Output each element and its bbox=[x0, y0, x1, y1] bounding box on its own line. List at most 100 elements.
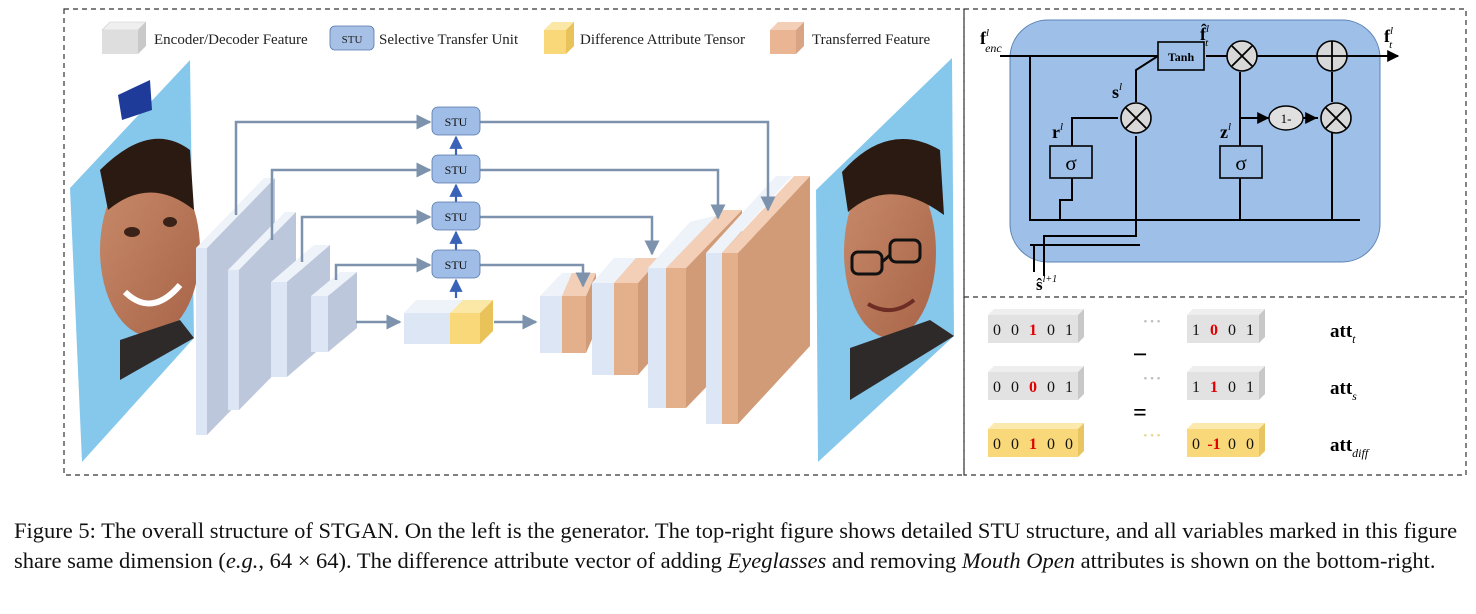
attr-row-2-left-side bbox=[1078, 423, 1084, 457]
legend-stu-label: Selective Transfer Unit bbox=[379, 32, 519, 48]
stu-box-3-label: STU bbox=[445, 210, 468, 224]
attr-row-1-left-side bbox=[1078, 366, 1084, 400]
ellipsis: • • • bbox=[1143, 316, 1160, 328]
attr-row-1-left-cell: 0 bbox=[1029, 379, 1037, 396]
label-s: sl bbox=[1112, 81, 1122, 102]
attr-label-diff: attdiff bbox=[1330, 435, 1370, 460]
attr-label-s: atts bbox=[1330, 378, 1357, 403]
stu-box-2-label: STU bbox=[445, 163, 468, 177]
legend-transferred-cube bbox=[770, 22, 804, 54]
stu-box-1-label: STU bbox=[445, 115, 468, 129]
attr-row-0-left-cell: 0 bbox=[1047, 322, 1055, 339]
decoder-layer-1 bbox=[540, 273, 596, 353]
legend-stu-box-text: STU bbox=[342, 34, 363, 46]
attr-row-0-left-cell: 0 bbox=[993, 322, 1001, 339]
attr-row-1-right-cell: 0 bbox=[1228, 379, 1236, 396]
input-face-image bbox=[70, 60, 200, 462]
attr-row-2-left-cell: 0 bbox=[993, 436, 1001, 453]
attr-row-0-right-cell: 1 bbox=[1246, 322, 1254, 339]
multiply-node-3 bbox=[1320, 102, 1352, 134]
attr-row-0-right-top bbox=[1187, 309, 1265, 315]
stgan-figure: Encoder/Decoder Feature STU Selective Tr… bbox=[63, 8, 1467, 476]
attr-row-2-right-side bbox=[1259, 423, 1265, 457]
tanh-label: Tanh bbox=[1168, 50, 1195, 64]
ellipsis: • • • bbox=[1143, 373, 1160, 385]
caption-part-3: and removing bbox=[826, 548, 962, 573]
label-r: rl bbox=[1052, 121, 1063, 142]
attr-row-1-right-side bbox=[1259, 366, 1265, 400]
caption-part-1: Figure 5: The overall structure of STGAN… bbox=[14, 518, 1458, 573]
minus-sign: − bbox=[1133, 340, 1148, 369]
one-minus-node: 1- bbox=[1268, 105, 1304, 131]
caption-eyeglasses: Eyeglasses bbox=[727, 548, 827, 573]
multiply-node-1 bbox=[1226, 40, 1258, 72]
stu-detail-background bbox=[1009, 19, 1381, 263]
sigma-box-z bbox=[1219, 145, 1263, 179]
figure-caption: Figure 5: The overall structure of STGAN… bbox=[14, 516, 1464, 576]
attr-row-0-left-face bbox=[988, 315, 1078, 343]
legend-encoder-label: Encoder/Decoder Feature bbox=[154, 32, 308, 48]
attr-row-0-left-cell: 1 bbox=[1029, 322, 1037, 339]
attr-row-1-left-cell: 0 bbox=[1011, 379, 1019, 396]
stu-box-1 bbox=[431, 106, 481, 136]
attr-row-0-right-side bbox=[1259, 309, 1265, 343]
decoder-layer-4 bbox=[706, 176, 810, 424]
sigma-box-r bbox=[1049, 145, 1093, 179]
attr-row-1-right-cell: 1 bbox=[1192, 379, 1200, 396]
attr-row-0-left-side bbox=[1078, 309, 1084, 343]
label-s-hat: ŝl+1 bbox=[1036, 274, 1057, 294]
attr-row-2-left-cell: 0 bbox=[1065, 436, 1073, 453]
attr-row-1-right-cell: 1 bbox=[1210, 379, 1218, 396]
one-minus-label: 1- bbox=[1281, 111, 1292, 126]
attr-row-2-left-cell: 1 bbox=[1029, 436, 1037, 453]
stu-box-4-label: STU bbox=[445, 258, 468, 272]
attr-row-2-left-top bbox=[988, 423, 1084, 429]
attr-row-2-right-cell: 0 bbox=[1228, 436, 1236, 453]
equals-sign: = bbox=[1133, 400, 1147, 426]
stu-box-3 bbox=[431, 201, 481, 231]
encoder-layer-4 bbox=[311, 272, 357, 352]
caption-part-2: , 64 × 64). The difference attribute vec… bbox=[258, 548, 728, 573]
attr-row-2-left-face bbox=[988, 429, 1078, 457]
attr-label-t: attt bbox=[1330, 321, 1356, 346]
attr-row-1-left-top bbox=[988, 366, 1084, 372]
attr-row-2-left-cell: 0 bbox=[1011, 436, 1019, 453]
legend-diff-cube bbox=[544, 22, 574, 54]
attr-row-1-left-cell: 0 bbox=[1047, 379, 1055, 396]
attr-row-1-left-cell: 0 bbox=[993, 379, 1001, 396]
attr-row-0-left-cell: 1 bbox=[1065, 322, 1073, 339]
attr-row-0-left-cell: 0 bbox=[1011, 322, 1019, 339]
attr-row-1-left-cell: 1 bbox=[1065, 379, 1073, 396]
attr-row-1-left-face bbox=[988, 372, 1078, 400]
attr-row-2-right-top bbox=[1187, 423, 1265, 429]
attr-row-0-right-cell: 1 bbox=[1192, 322, 1200, 339]
attr-row-2-right-cell: -1 bbox=[1207, 436, 1220, 453]
attr-row-2-right-face bbox=[1187, 429, 1259, 457]
decoder-layer-2 bbox=[592, 258, 660, 375]
difference-attribute-tensor bbox=[450, 313, 480, 344]
tanh-box bbox=[1157, 41, 1205, 71]
stu-frame bbox=[963, 8, 1467, 476]
skip-connections bbox=[234, 114, 776, 330]
legend-encoder-cube bbox=[101, 21, 147, 54]
multiply-node-2 bbox=[1120, 102, 1152, 134]
attr-row-2-right-cell: 0 bbox=[1246, 436, 1254, 453]
bottleneck-block bbox=[404, 300, 493, 344]
attr-row-0-right-cell: 0 bbox=[1228, 322, 1236, 339]
caption-part-4: attributes is shown on the bottom-right. bbox=[1074, 548, 1436, 573]
attr-row-0-left-top bbox=[988, 309, 1084, 315]
legend: Encoder/Decoder Feature STU Selective Tr… bbox=[101, 21, 930, 54]
decoder-stack bbox=[540, 176, 810, 424]
attr-row-0-right-face bbox=[1187, 315, 1259, 343]
caption-mouth-open: Mouth Open bbox=[961, 548, 1075, 573]
stu-box-2 bbox=[431, 154, 481, 184]
stu-box-4 bbox=[431, 249, 481, 279]
attr-row-2-left-cell: 0 bbox=[1047, 436, 1055, 453]
caption-eg: e.g. bbox=[225, 548, 259, 573]
legend-diff-label: Difference Attribute Tensor bbox=[580, 32, 745, 48]
legend-transferred-label: Transferred Feature bbox=[812, 32, 930, 48]
